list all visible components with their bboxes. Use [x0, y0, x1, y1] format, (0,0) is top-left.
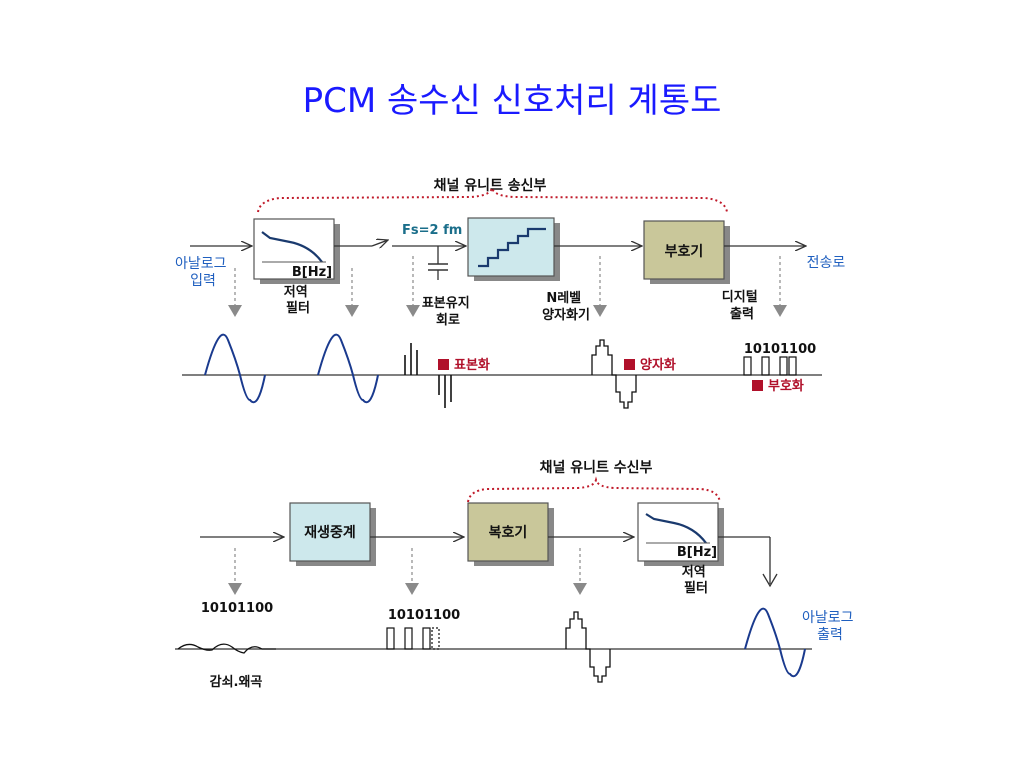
rx-section-bracket: [467, 476, 721, 503]
rx-bit-5: [431, 627, 440, 650]
tx-input-label: 아날로그 입력: [175, 256, 231, 289]
rx-regen-box: [289, 502, 371, 562]
tx-lpf-label: 저역 필터: [284, 284, 312, 316]
rx-bit-4: [422, 627, 431, 650]
rx-bits-left: 10101100: [201, 601, 273, 616]
tx-lpf-tag: B[Hz]: [292, 265, 332, 280]
tx-sine-1: [204, 333, 266, 404]
tx-bit-5: [788, 356, 797, 376]
quantize-tag-icon: [624, 359, 635, 370]
sampling-tag-icon: [438, 359, 449, 370]
rx-bit-0: [386, 627, 395, 650]
rx-probe-arrows: [228, 548, 587, 595]
tx-bits: 10101100: [744, 342, 816, 357]
tx-bit-pulses: [743, 356, 797, 376]
rx-bits-mid: 10101100: [388, 608, 460, 623]
rx-lpf-label: 저역 필터: [682, 564, 710, 596]
tx-quantizer-box: [467, 217, 555, 277]
rx-decoder-label: 복호기: [489, 525, 528, 541]
rx-bit-2: [404, 627, 413, 650]
tx-encoder-label: 부호기: [665, 244, 704, 260]
tx-section-label: 채널 유니트 송신부: [434, 178, 547, 194]
tx-sine-2: [317, 333, 379, 404]
rx-regen-label: 재생중계: [304, 525, 356, 541]
rx-output-label: 아날로그 출력: [802, 610, 858, 643]
tx-quantize-tag: 양자화: [640, 357, 676, 373]
tx-digital-out-label: 디지털 출력: [722, 289, 762, 322]
tx-switch-arm: [371, 240, 388, 246]
tx-sample-pulses: [404, 343, 452, 408]
rx-lpf-curve: [645, 513, 707, 544]
tx-lpf-curve: [261, 231, 323, 263]
tx-staircase: [478, 227, 546, 268]
tx-bit-0: [743, 356, 752, 376]
rx-lpf-tag: B[Hz]: [677, 545, 717, 560]
rx-decoded-wave: [565, 611, 611, 683]
rx-attenuated-wave: [177, 643, 276, 654]
tx-output-label: 전송로: [807, 255, 846, 271]
rx-output-sine: [744, 607, 806, 678]
tx-sampling-tag: 표본화: [454, 357, 490, 373]
tx-bit-4: [779, 356, 788, 376]
tx-encoder-box: [643, 220, 725, 280]
tx-lpf-box: [253, 218, 335, 280]
rx-decoder-box: [467, 502, 549, 562]
tx-encode-tag: 부호화: [768, 378, 804, 394]
tx-quantized-wave: [591, 339, 637, 409]
rx-section-label: 채널 유니트 수신부: [540, 460, 653, 476]
tx-quantizer-label: N레벨 양자화기: [542, 291, 590, 323]
rx-lpf-box: [637, 502, 719, 562]
rx-attenuation-label: 감쇠.왜곡: [210, 674, 263, 690]
tx-fs-label: Fs=2 fm: [402, 223, 462, 238]
encode-tag-icon: [752, 380, 763, 391]
rx-out-arrowhead: [762, 573, 778, 588]
rx-bit-pulses: [386, 627, 440, 650]
tx-sample-hold-label: 표본유지 회로: [422, 296, 474, 328]
page-title: PCM 송수신 신호처리 계통도: [303, 81, 722, 121]
tx-bit-2: [761, 356, 770, 376]
tx-probe-arrows: [228, 256, 787, 317]
